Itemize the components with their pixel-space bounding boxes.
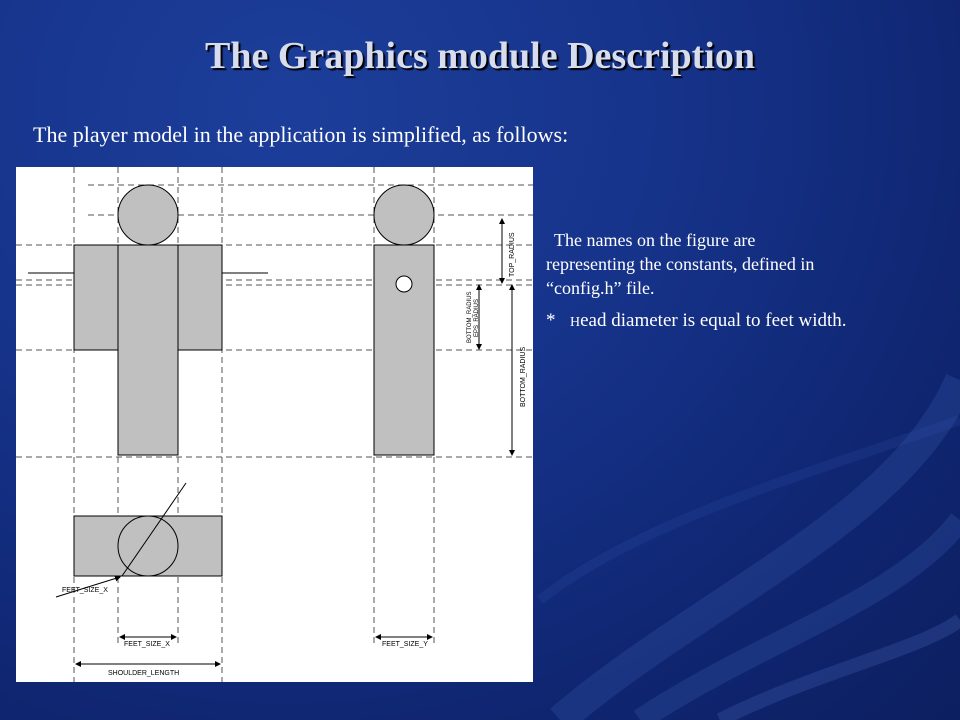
- slide-title: The Graphics module Description: [205, 35, 755, 77]
- label-eps-radius: EPS_RADIUS: [474, 299, 480, 337]
- bullet-star: *: [546, 310, 556, 331]
- diagram-note: The names on the figure are representing…: [546, 228, 946, 335]
- dimension-lines: [55, 218, 515, 667]
- label-bottom-radius: BOTTOM_RADIUS: [520, 347, 527, 407]
- label-bottom-radius-side: BOTTOM_RADIUS: [467, 291, 473, 343]
- head-letter: H: [570, 315, 581, 330]
- label-feet-size-x-bottom: FEET_SIZE_X: [124, 641, 170, 648]
- note-line-1: The names on the figure are: [554, 230, 756, 250]
- note-bullet-item: * Head diameter is equal to feet width.: [546, 309, 946, 335]
- note-line-3: “config.h” file.: [546, 278, 655, 298]
- front-view: [28, 184, 268, 456]
- label-feet-size-x-left: FEET_SIZE_X: [62, 587, 108, 594]
- top-view: [73, 482, 223, 577]
- slide-subtitle: The player model in the application is s…: [33, 122, 569, 147]
- guide-lines: [16, 167, 533, 682]
- note-line-2: representing the constants, defined in: [546, 254, 815, 274]
- side-view: [373, 184, 435, 456]
- label-shoulder-length: SHOULDER_LENGTH: [108, 670, 179, 677]
- diagram-panel: TOP_RADIUS BOTTOM_RADIUS BOTTOM_RADIUS E…: [16, 167, 533, 682]
- head-rest: ead diameter is equal to feet width.: [580, 310, 847, 331]
- player-model-diagram: TOP_RADIUS BOTTOM_RADIUS BOTTOM_RADIUS E…: [16, 167, 533, 682]
- label-feet-size-y: FEET_SIZE_Y: [382, 641, 428, 648]
- label-top-radius: TOP_RADIUS: [509, 232, 516, 277]
